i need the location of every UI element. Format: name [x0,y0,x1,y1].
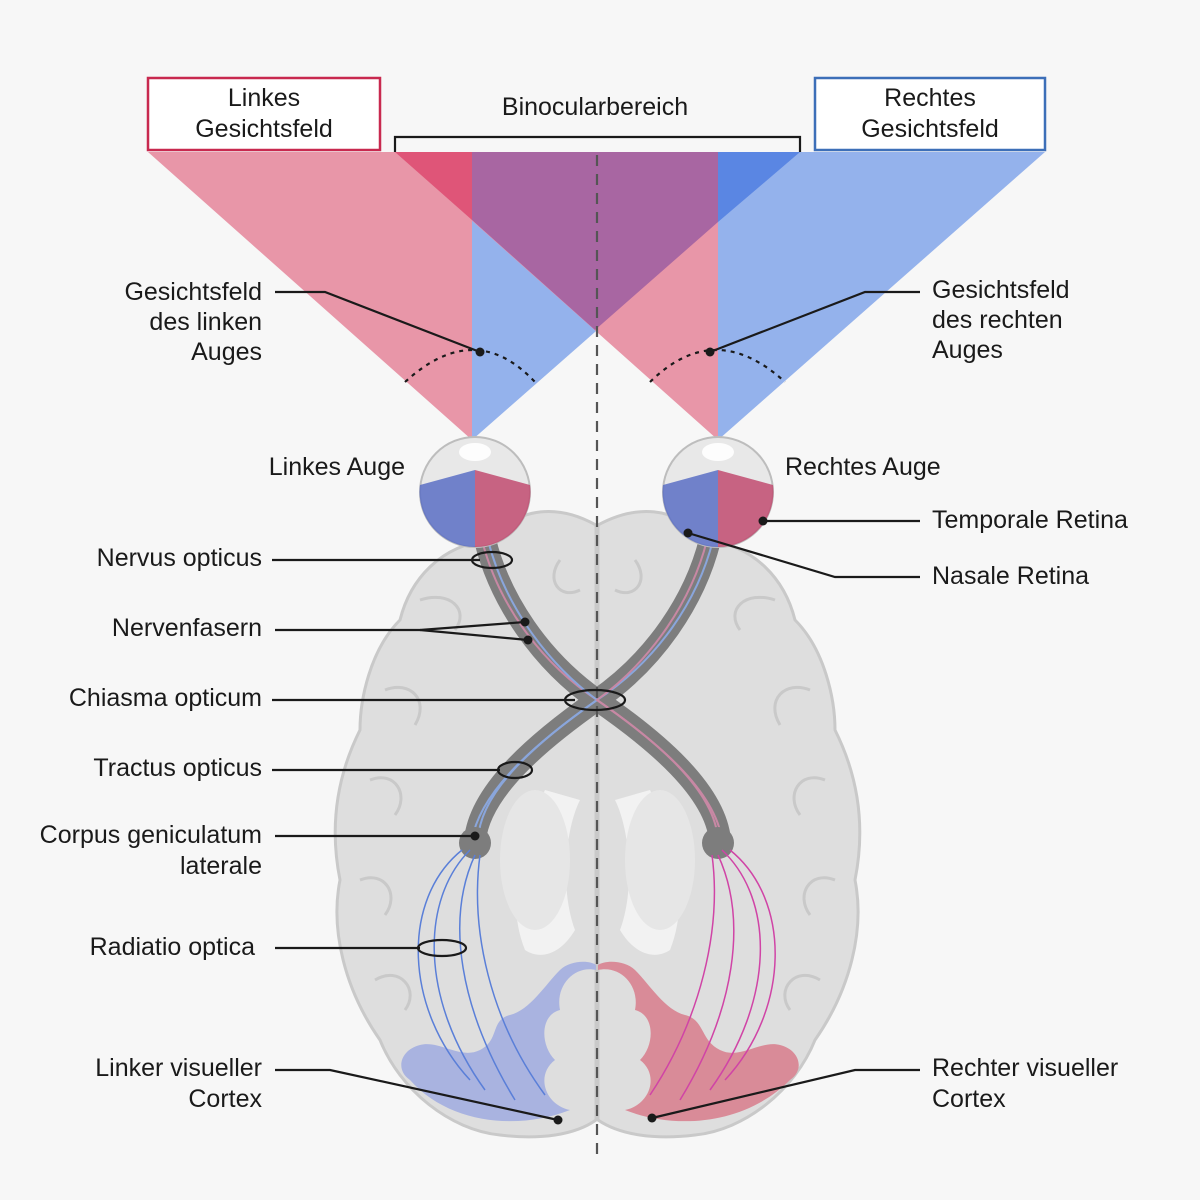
pin-nasal-retina [683,528,693,538]
left-eye [419,436,531,548]
label-lgn-1: Corpus geniculatum [40,821,262,849]
label-nerve-fibers: Nervenfasern [112,614,262,642]
leader-nasal-retina [687,531,920,579]
brain [333,510,862,1139]
label-optic-tract: Tractus opticus [93,754,262,782]
label-left-eye-field-3: Auges [191,338,262,366]
label-left-cortex-1: Linker visueller [95,1054,262,1082]
left-field-box-line2: Gesichtsfeld [195,115,333,143]
pin-right-eye-field [705,347,715,357]
labels-left: Gesichtsfeld des linken Auges Linkes Aug… [40,278,627,1125]
right-lgn-node [702,827,734,859]
label-left-eye-field-2: des linken [149,308,262,336]
left-eye-field-temporal-half [148,152,472,440]
leader-nerve-fibers-2 [419,628,529,642]
optic-pathway [464,529,731,851]
binocular-bracket [393,135,802,152]
left-visual-cortex-region [401,961,596,1122]
visual-fields [148,152,1045,440]
label-right-cortex-1: Rechter visueller [932,1054,1118,1082]
left-eye-lens [459,443,491,461]
left-thalamus [500,790,570,930]
pin-temporal-retina [758,516,768,526]
pin-nerve-fibers-1 [520,617,530,627]
leader-left-cortex [275,1068,559,1122]
ring-optic-tract [496,760,534,780]
leader-right-eye-field [709,290,920,354]
label-optic-nerve: Nervus opticus [97,544,262,572]
pin-lgn [470,831,480,841]
right-field-box-line2: Gesichtsfeld [861,115,999,143]
label-left-eye-field-1: Gesichtsfeld [124,278,262,306]
label-temporal-retina: Temporale Retina [932,506,1128,534]
right-eye-field-temporal-half [718,152,1045,440]
pin-right-cortex [647,1113,657,1123]
right-eye-lens [702,443,734,461]
right-eye-temporal-retina [718,470,774,548]
right-eye [662,436,774,548]
label-left-eye: Linkes Auge [269,453,405,481]
left-field-box [146,76,382,152]
label-right-cortex-2: Cortex [932,1085,1006,1113]
leader-left-eye-field [275,290,481,354]
label-optic-radiation: Radiatio optica [90,933,255,961]
left-field-binocular-strip [395,152,472,220]
ring-optic-radiation [416,938,468,958]
label-right-eye-field-2: des rechten [932,306,1063,334]
label-left-cortex-2: Cortex [188,1085,262,1113]
label-right-eye-field-3: Auges [932,336,1003,364]
right-field-binocular-strip [718,152,800,222]
pin-left-cortex [553,1115,563,1125]
left-field-box-line1: Linkes [228,84,300,112]
binocular-label: Binocularbereich [502,93,688,121]
leader-right-cortex [651,1068,920,1120]
label-chiasm: Chiasma opticum [69,684,262,712]
right-thalamus [625,790,695,930]
left-eye-temporal-retina [475,470,531,548]
left-eye-nasal-retina [419,470,475,548]
labels-right: Gesichtsfeld des rechten Auges Rechtes A… [647,276,1128,1123]
ring-optic-nerve [470,550,514,570]
pin-nerve-fibers-2 [523,635,533,645]
label-nasal-retina: Nasale Retina [932,562,1089,590]
label-lgn-2: laterale [180,852,262,880]
binocular-overlap-zone [472,152,718,330]
right-field-box [813,76,1047,152]
brain-gyri-texture [359,559,836,1011]
label-right-eye: Rechtes Auge [785,453,941,481]
left-eye-field-arc [404,349,536,383]
pin-left-eye-field [475,347,485,357]
right-field-box-line1: Rechtes [884,84,976,112]
right-eye-nasal-retina [662,470,718,548]
label-right-eye-field-1: Gesichtsfeld [932,276,1070,304]
ring-chiasm [563,688,627,712]
right-visual-cortex-region [598,961,799,1122]
